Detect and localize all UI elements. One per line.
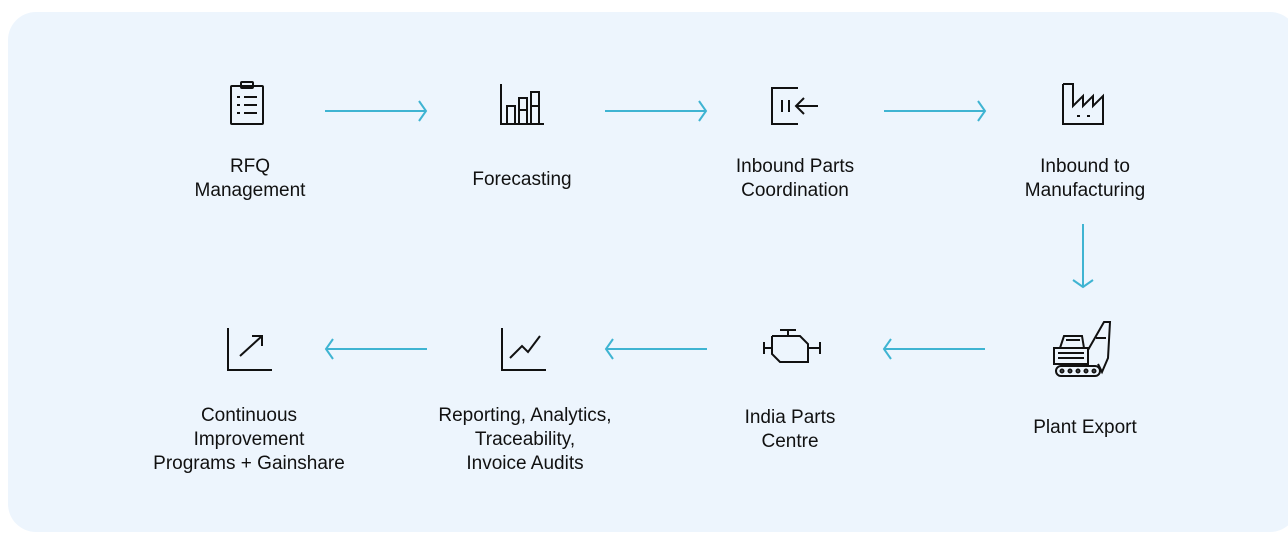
bar-chart-icon: [498, 80, 546, 128]
clipboard-list-icon: [225, 80, 273, 128]
excavator-icon: [1052, 318, 1114, 380]
arrow-left-1: [881, 338, 985, 360]
engine-icon: [762, 326, 822, 374]
arrow-left-3: [323, 338, 427, 360]
inbound-box-arrow-icon: [770, 82, 818, 130]
arrow-right-3: [884, 100, 988, 122]
node-label-forecasting: Forecasting: [472, 169, 572, 190]
factory-icon: [1059, 80, 1107, 128]
node-label-plant-export: Plant Export: [1033, 417, 1137, 438]
line-chart-icon: [500, 326, 548, 374]
arrow-right-2: [605, 100, 709, 122]
arrow-right-1: [325, 100, 429, 122]
node-label-reporting: Reporting, Analytics,Traceability,Invoic…: [438, 405, 612, 474]
arrow-down: [1072, 224, 1094, 290]
trend-up-chart-icon: [226, 326, 274, 374]
arrow-left-2: [603, 338, 707, 360]
flow-panel: [8, 12, 1288, 532]
